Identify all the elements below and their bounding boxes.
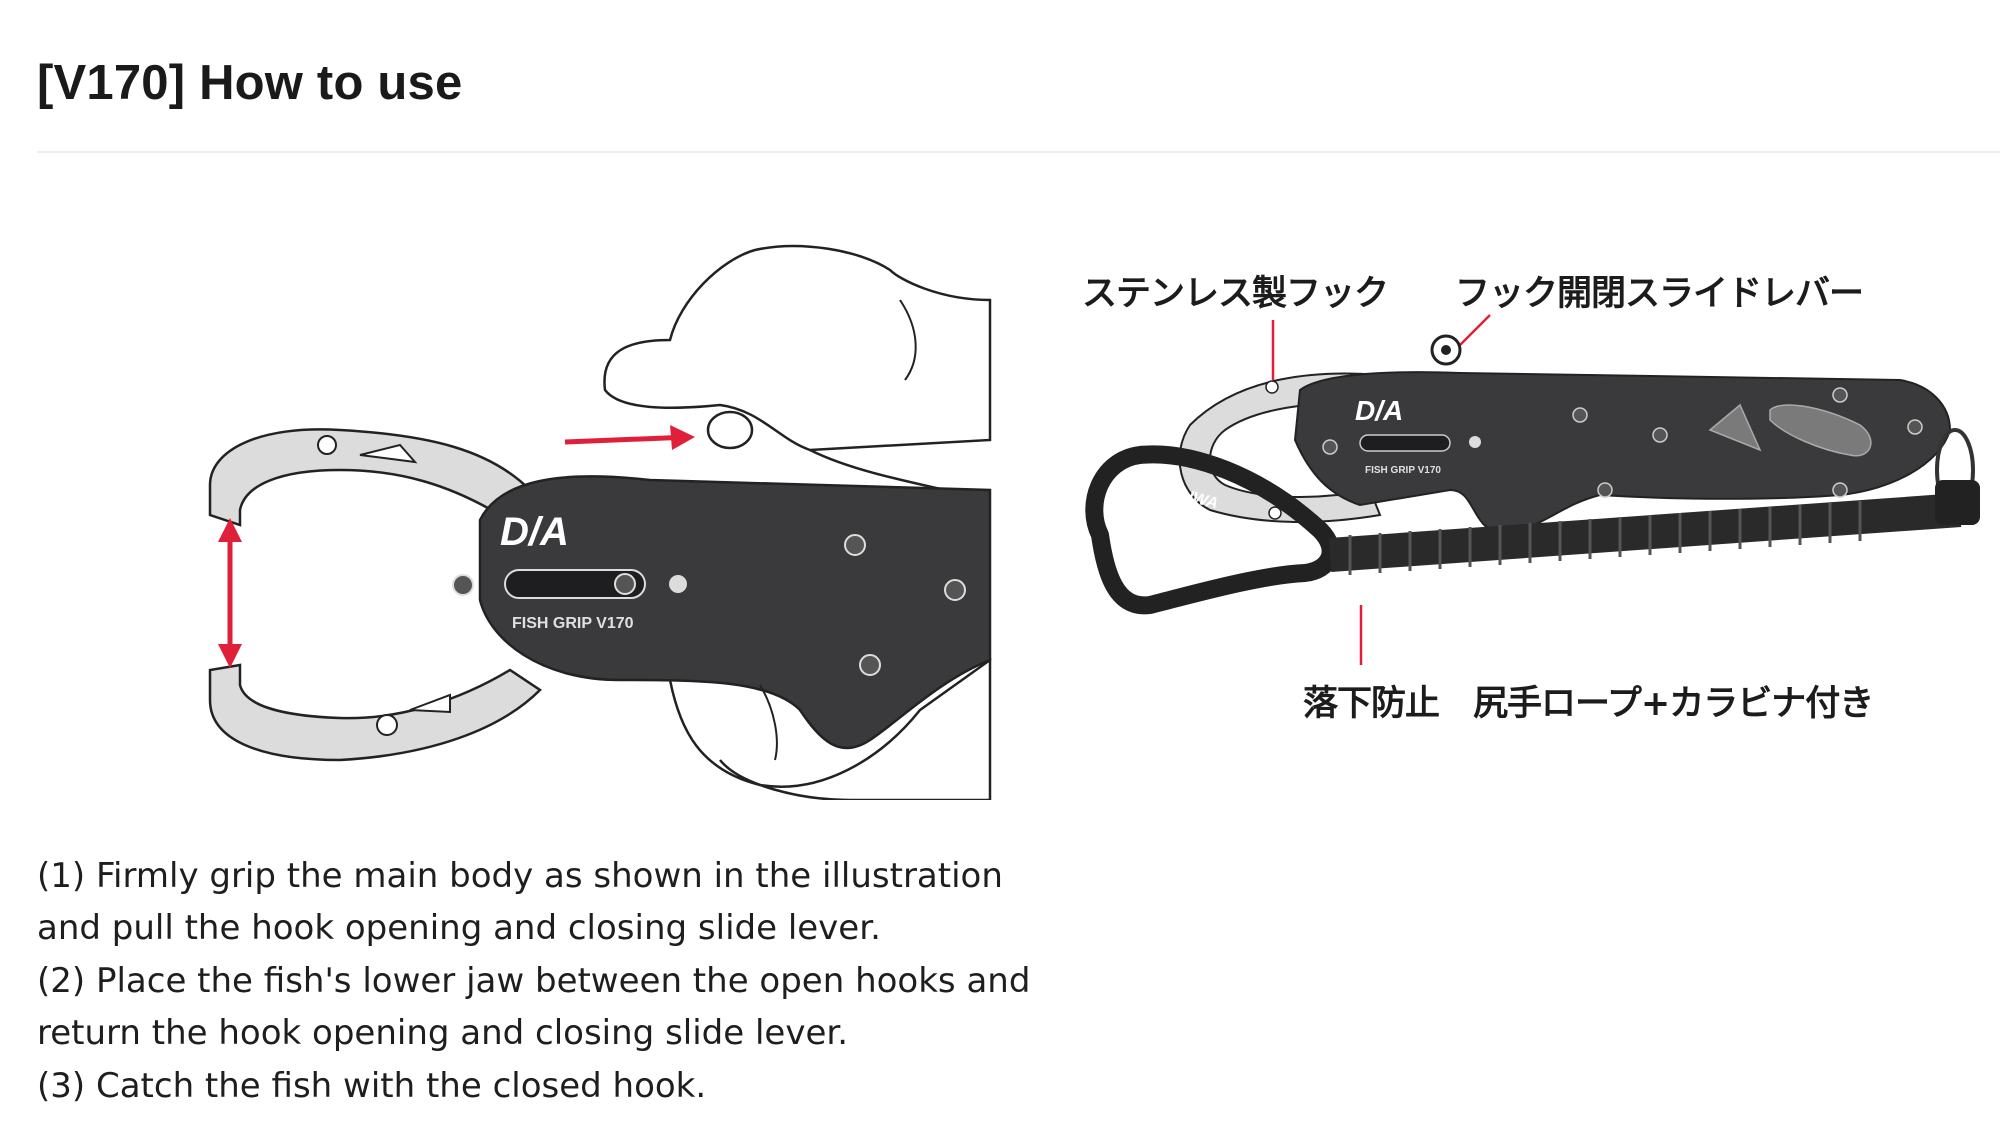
title-divider <box>37 151 2000 153</box>
hand-upper <box>603 244 992 452</box>
product-label-small: FISH GRIP V170 <box>1365 465 1441 476</box>
lower-hook <box>208 663 542 762</box>
step-line: (2) Place the fish's lower jaw between t… <box>37 960 1031 1001</box>
rope-end-cap <box>1935 480 1980 525</box>
coiled-lanyard <box>1328 493 1962 575</box>
brand-logo: D/A <box>500 510 569 554</box>
product-label: FISH GRIP V170 <box>512 615 634 632</box>
hand-lower <box>668 657 992 800</box>
usage-illustration: D/A FISH GRIP V170 <box>208 244 992 800</box>
open-arrow-top <box>218 518 242 542</box>
pull-arrow-head <box>670 425 695 450</box>
slide-lever-knob <box>706 410 754 450</box>
step-line: and pull the hook opening and closing sl… <box>37 908 881 949</box>
step-line: (1) Firmly grip the main body as shown i… <box>37 856 1003 896</box>
open-arrow-bottom <box>218 644 242 668</box>
label-lanyard-carabiner: 落下防止 尻手ロープ+カラビナ付き <box>1303 684 1874 724</box>
upper-hook <box>208 428 532 527</box>
hook-outline <box>1178 372 1382 523</box>
label-slide-lever: フック開閉スライドレバー <box>1455 274 1864 314</box>
label-stainless-hook: ステンレス製フック <box>1082 274 1389 314</box>
usage-steps: (1) Firmly grip the main body as shown i… <box>37 850 1037 1112</box>
product-brand-logo: D/A <box>1355 395 1403 426</box>
step-line: (3) Catch the fish with the closed hook. <box>37 1065 707 1106</box>
product-illustration: D/A FISH GRIP V170 DAIWA <box>1085 314 1980 665</box>
slider-slot <box>504 569 646 599</box>
page-title: [V170] How to use <box>37 55 463 110</box>
step-line: return the hook opening and closing slid… <box>37 1013 849 1054</box>
